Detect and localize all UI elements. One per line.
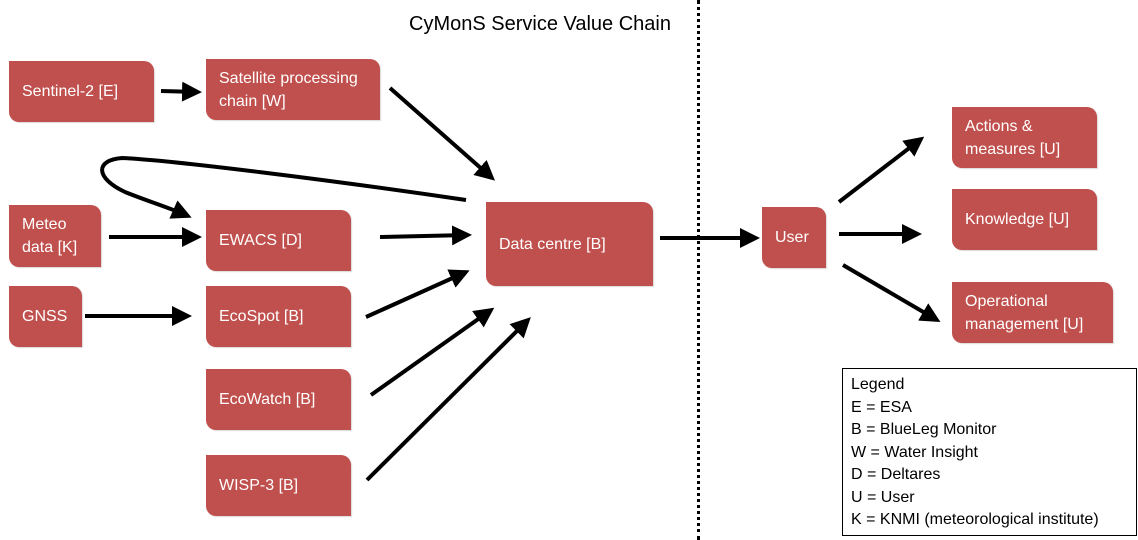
node-label: User — [775, 229, 809, 246]
legend-item: D = Deltares — [851, 466, 941, 483]
edge-user-to-operational-management — [841, 263, 941, 323]
node-label: Knowledge [U] — [965, 211, 1070, 228]
node-label: GNSS — [22, 308, 68, 325]
legend-item: K = KNMI (meteorological institute) — [851, 511, 1099, 528]
edge-data-centre-to-ewacs — [100, 155, 467, 219]
node-ecowatch: EcoWatch [B] — [206, 369, 351, 430]
node-label: Data centre [B] — [499, 235, 606, 253]
diagram-title: CyMonS Service Value Chain — [409, 13, 671, 35]
legend-item: U = User — [851, 488, 915, 506]
node-label: Meteo data [K] — [22, 216, 78, 256]
node-label: EcoWatch [B] — [219, 391, 316, 408]
edge-user-to-actions-measures — [837, 136, 925, 204]
node-ewacs: EWACS [D] — [206, 210, 351, 271]
node-label: Sentinel-2 [E] — [22, 83, 119, 100]
edge-ecowatch-to-data-centre — [369, 307, 495, 397]
node-sentinel-2: Sentinel-2 [E] — [9, 61, 154, 122]
edge-ewacs-to-data-centre — [379, 225, 472, 246]
edge-satellite-processing-to-data-centre — [388, 86, 495, 181]
legend-item: B = BlueLeg Monitor — [851, 421, 997, 438]
node-user: User — [762, 207, 826, 268]
node-satellite-processing: Satellite processing chain [W] — [206, 59, 380, 120]
node-knowledge: Knowledge [U] — [952, 189, 1097, 250]
node-label: Actions & measures [U] — [965, 117, 1061, 158]
edge-sentinel-2-to-satellite-processing — [160, 81, 202, 102]
provider-user-divider — [697, 0, 700, 540]
node-label: WISP-3 [B] — [219, 477, 299, 494]
edge-ecospot-to-data-centre — [365, 269, 470, 319]
node-operational-management: Operational management [U] — [952, 282, 1113, 343]
node-wisp-3: WISP-3 [B] — [206, 455, 351, 516]
node-ecospot: EcoSpot [B] — [206, 286, 351, 347]
edge-wisp-3-to-data-centre — [365, 317, 531, 482]
legend-item: W = Water Insight — [851, 443, 978, 461]
node-data-centre: Data centre [B] — [486, 202, 653, 286]
node-label: Operational management [U] — [965, 292, 1084, 333]
node-label: Satellite processing chain [W] — [219, 69, 358, 110]
node-meteo-data: Meteo data [K] — [9, 205, 101, 267]
node-gnss: GNSS — [9, 286, 82, 347]
legend: Legend E = ESA B = BlueLeg Monitor W = W… — [842, 368, 1137, 536]
node-label: EWACS [D] — [219, 232, 302, 249]
node-actions-measures: Actions & measures [U] — [952, 107, 1097, 168]
node-label: EcoSpot [B] — [219, 308, 304, 325]
legend-item: E = ESA — [851, 398, 912, 416]
legend-title: Legend — [851, 376, 905, 393]
